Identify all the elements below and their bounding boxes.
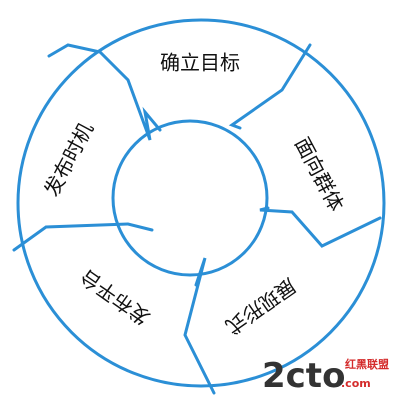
outer-ring bbox=[16, 18, 386, 388]
segment-label-platform: 发布平台 bbox=[75, 264, 154, 330]
divider-arrow-right bbox=[259, 206, 382, 248]
divider-arrow-bottom bbox=[183, 257, 216, 395]
divider-arrow-left bbox=[12, 222, 154, 252]
segment-label-audience: 面向群体 bbox=[290, 133, 349, 215]
watermark-logo: 2cto .com 红黑联盟 bbox=[262, 356, 389, 396]
segment-label-goal: 确立目标 bbox=[160, 51, 240, 75]
divider-arrow-top-left bbox=[47, 43, 162, 141]
divider-arrow-top-right bbox=[228, 43, 312, 130]
inner-ring bbox=[111, 119, 269, 277]
segment-label-form: 展现形式 bbox=[221, 273, 300, 339]
segment-label-timing: 发布时机 bbox=[39, 118, 98, 200]
watermark-suffix-text: .com bbox=[341, 377, 371, 390]
watermark-caption-text: 红黑联盟 bbox=[345, 357, 389, 371]
watermark-main-text: 2cto bbox=[262, 356, 345, 396]
